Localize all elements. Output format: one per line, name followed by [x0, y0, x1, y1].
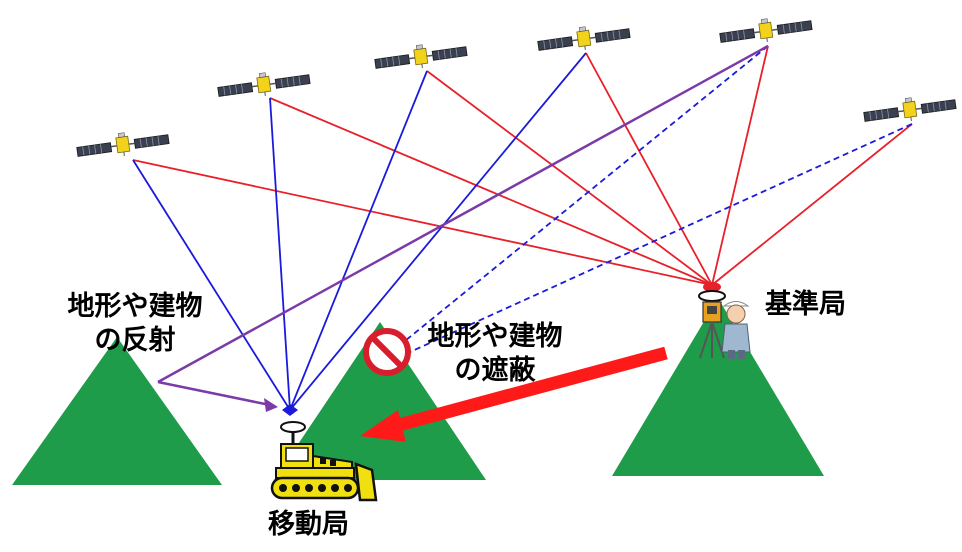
- base-antenna: [698, 282, 726, 302]
- reflected-arrowhead: [264, 398, 278, 412]
- rover-receive-point: [282, 404, 298, 416]
- satellite-icon: [74, 125, 171, 164]
- right-mountain: [612, 298, 824, 476]
- reflected-signal: [157, 44, 769, 407]
- obstruction-label: 地形や建物 の遮蔽: [427, 321, 563, 386]
- surveyor-icon: [721, 301, 751, 359]
- blocked-signal-lines: [399, 45, 913, 353]
- rover-signal-lines: [132, 52, 587, 411]
- prohibit-icon: [363, 328, 411, 376]
- reflection-label: 地形や建物 の反射: [67, 291, 203, 356]
- arrow-icon: [360, 346, 668, 442]
- bulldozer-icon: [270, 443, 378, 502]
- satellite-icon: [535, 19, 632, 58]
- left-mountain: [12, 337, 222, 485]
- satellite-icon: [372, 37, 469, 76]
- satellite-icon: [215, 65, 312, 104]
- base-signal-lines: [132, 45, 913, 286]
- total-station: [699, 301, 725, 359]
- base-station-label: 基準局: [765, 289, 846, 320]
- satellite-icon: [861, 90, 958, 129]
- rover-station-label: 移動局: [268, 509, 349, 540]
- middle-mountain: [274, 322, 486, 480]
- satellite-icon: [717, 11, 814, 50]
